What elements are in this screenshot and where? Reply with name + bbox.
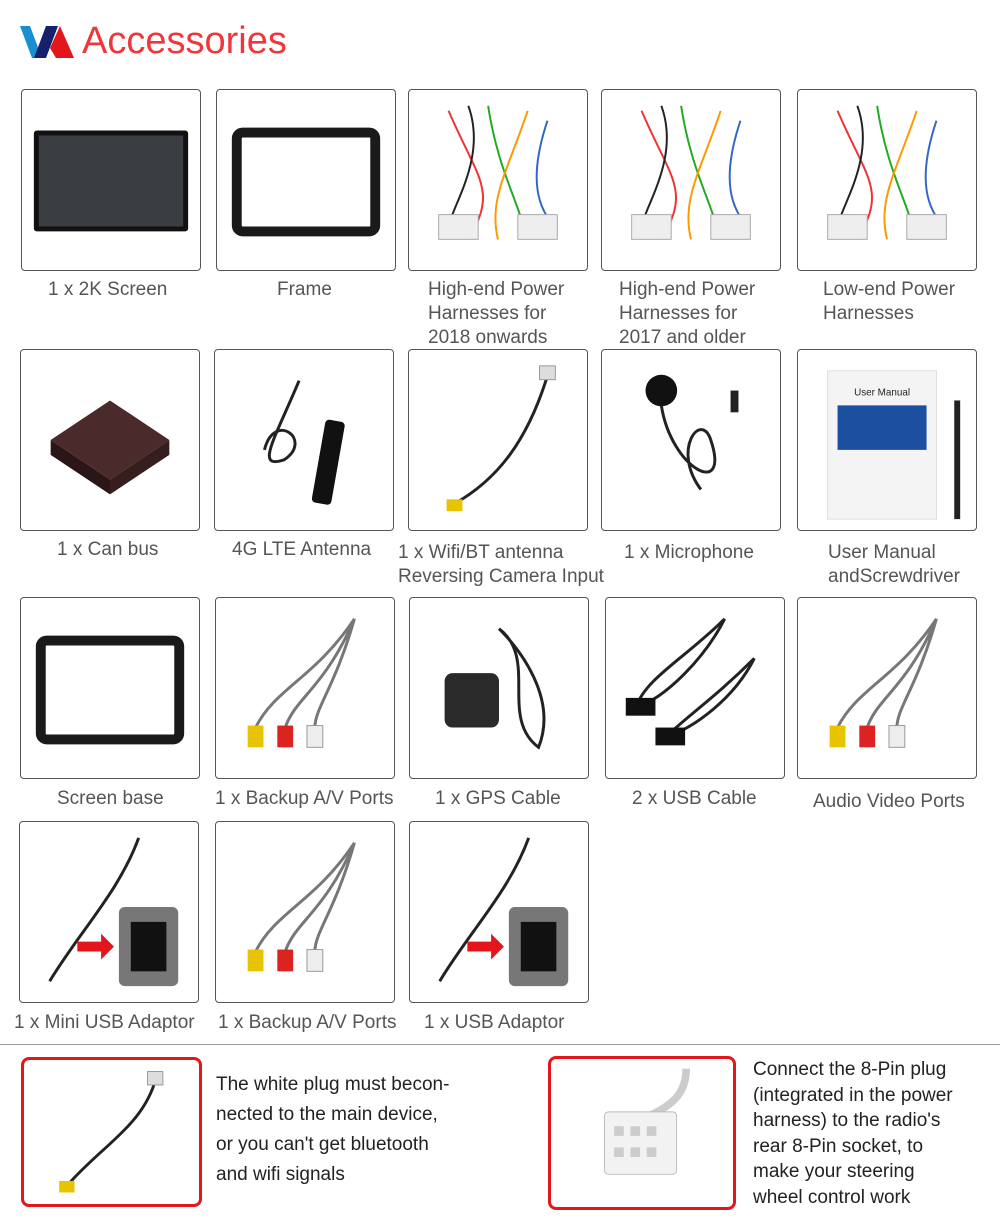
accessory-label: 1 x Microphone xyxy=(624,542,754,563)
accessory-label: 1 x USB Adaptor xyxy=(424,1012,565,1033)
page-title: Accessories xyxy=(82,20,287,62)
accessory-image-adaptor xyxy=(19,821,199,1003)
accessory-label: Audio Video Ports xyxy=(813,791,965,812)
wifi-plug-image xyxy=(21,1057,202,1207)
accessory-image-canbus xyxy=(20,349,200,531)
accessory-image-screen xyxy=(21,89,201,271)
accessory-image-gps xyxy=(409,597,589,779)
accessory-label: 1 x GPS Cable xyxy=(435,788,561,809)
accessory-label: 1 x Can bus xyxy=(57,539,159,560)
svg-text:User Manual: User Manual xyxy=(854,388,910,399)
brand-logo-icon xyxy=(20,26,74,58)
8pin-plug-note: Connect the 8-Pin plug (integrated in th… xyxy=(753,1059,953,1208)
accessory-label: User Manual andScrewdriver xyxy=(828,542,960,587)
accessory-image-rca xyxy=(215,597,395,779)
accessory-image-microphone xyxy=(601,349,781,531)
accessory-label: 4G LTE Antenna xyxy=(232,539,372,560)
accessory-label: 1 x Backup A/V Ports xyxy=(218,1012,397,1033)
accessory-image-frame xyxy=(216,89,396,271)
accessory-label: High-end Power Harnesses for 2017 and ol… xyxy=(619,279,756,348)
accessory-image-rca xyxy=(797,597,977,779)
accessory-image-manual: User Manual xyxy=(797,349,977,531)
accessory-image-harness xyxy=(408,89,588,271)
accessory-image-rca xyxy=(215,821,395,1003)
accessory-label: 1 x Wifi/BT antenna Reversing Camera Inp… xyxy=(398,542,604,587)
accessory-label: 1 x Mini USB Adaptor xyxy=(14,1012,195,1033)
accessory-label: Low-end Power Harnesses xyxy=(823,279,956,324)
accessory-image-harness xyxy=(601,89,781,271)
8pin-plug-image xyxy=(548,1056,736,1210)
accessory-image-usb xyxy=(605,597,785,779)
accessory-image-adaptor xyxy=(409,821,589,1003)
accessory-label: Frame xyxy=(277,279,332,300)
accessory-label: High-end Power Harnesses for 2018 onward… xyxy=(428,279,565,348)
accessory-image-frame xyxy=(20,597,200,779)
accessory-label: Screen base xyxy=(57,788,164,809)
accessory-label: 1 x 2K Screen xyxy=(48,279,168,300)
accessory-label: 1 x Backup A/V Ports xyxy=(215,788,394,809)
divider xyxy=(0,1044,1000,1045)
wifi-plug-note: The white plug must becon- nected to the… xyxy=(216,1074,450,1185)
accessory-image-harness xyxy=(797,89,977,271)
accessory-image-cable xyxy=(408,349,588,531)
accessory-label: 2 x USB Cable xyxy=(632,788,757,809)
accessory-image-antenna xyxy=(214,349,394,531)
